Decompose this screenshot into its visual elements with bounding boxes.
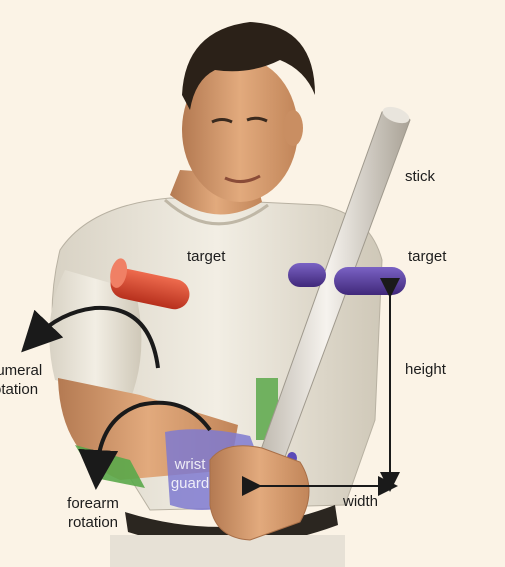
ear — [283, 110, 303, 146]
humeral-rotation-label-line2: rotation — [0, 380, 42, 399]
target-right-back — [288, 263, 326, 287]
forearm-rotation-label: forearm rotation — [58, 494, 128, 532]
target-left-label: target — [187, 247, 225, 266]
forearm-rotation-label-line1: forearm — [58, 494, 128, 513]
height-label: height — [405, 360, 446, 379]
target-right-front — [334, 267, 406, 295]
wrist-guard-label-line1: wrist — [165, 455, 215, 474]
wrist-guard-label: wrist guard — [165, 455, 215, 493]
width-label: width — [343, 492, 378, 511]
forearm-rotation-label-line2: rotation — [58, 513, 128, 532]
target-right-label: target — [408, 247, 446, 266]
stick-label: stick — [405, 167, 435, 186]
pants — [110, 535, 345, 567]
wrist-guard-label-line2: guard — [165, 474, 215, 493]
